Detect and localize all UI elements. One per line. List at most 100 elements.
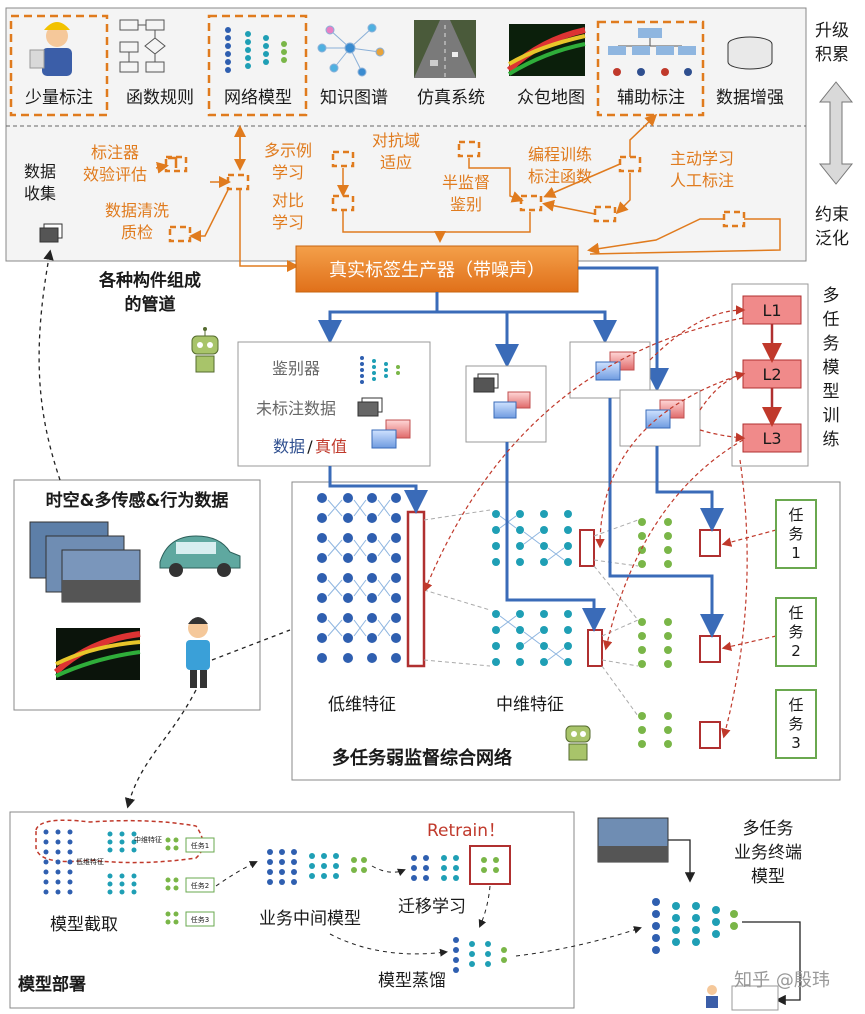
- crowdsource-map-image: [506, 24, 586, 76]
- task-output-box-3: [699, 721, 721, 749]
- network-model-icon: [225, 27, 287, 73]
- component-labels: 少量标注 函数规则 网络模型 知识图谱 仿真系统 众包地图 辅助标注 数据增强: [25, 88, 784, 108]
- task-label: 1: [791, 544, 801, 562]
- multitask-title-char: 模: [823, 358, 840, 378]
- task-output-box-1: [699, 529, 721, 557]
- data-label: 数据: [273, 437, 305, 456]
- multitask-title-char: 务: [823, 334, 840, 354]
- street-images: [29, 521, 141, 603]
- task-label: 任: [788, 506, 803, 524]
- cut-label: 模型截取: [50, 915, 118, 935]
- mini-label: 任务1: [191, 841, 209, 850]
- method-active: 人工标注: [670, 171, 734, 190]
- retrain-label: Retrain！: [427, 821, 505, 841]
- component-label: 数据增强: [716, 88, 784, 108]
- terminal-street-image: [597, 817, 669, 863]
- distill-label: 模型蒸馏: [378, 971, 446, 991]
- data-collect-label: 数据: [24, 162, 56, 181]
- robot-icon-2: [565, 725, 591, 761]
- method-prog-train: 标注函数: [528, 167, 592, 186]
- method-data-clean: 质检: [121, 223, 153, 242]
- method-contrast: 对比: [272, 191, 304, 210]
- car-icon: [159, 535, 241, 577]
- hierarchy-icon: [608, 28, 696, 76]
- data-box-4-icons: [645, 399, 685, 429]
- highlight-box-small-annot: [9, 14, 109, 117]
- pointcloud-image: [53, 628, 141, 680]
- mini-label: 中维特征: [134, 835, 162, 844]
- knowledge-graph-icon: [317, 23, 385, 77]
- side-label-generalize: 泛化: [815, 229, 849, 249]
- pipeline-label: 各种构件组成: [98, 270, 201, 291]
- method-semi-sup: 鉴别: [450, 195, 482, 214]
- component-label: 函数规则: [126, 88, 194, 108]
- deploy-title: 模型部署: [18, 974, 86, 995]
- highlight-box-network: [207, 14, 308, 117]
- loss-label: L2: [762, 365, 781, 384]
- component-label: 仿真系统: [417, 88, 485, 108]
- unlabeled-data-icon: [357, 397, 383, 417]
- task-boxes: 任 务 1 任 务 2 任 务 3: [775, 499, 817, 759]
- task-label: 务: [788, 525, 803, 543]
- discriminator-label: 鉴别器: [272, 359, 320, 378]
- mini-network-icon: [360, 356, 400, 384]
- component-label: 网络模型: [224, 88, 292, 108]
- loss-label: L3: [762, 429, 781, 448]
- method-semi-sup: 半监督: [442, 173, 490, 192]
- loss-boxes: L1 L2 L3: [742, 295, 802, 453]
- mini-label: 任务2: [191, 881, 209, 890]
- mid-feature-box-1: [579, 529, 595, 567]
- deploy-panel: [9, 811, 575, 1009]
- data-truth-icon: [371, 419, 411, 449]
- method-data-clean: 数据清洗: [105, 201, 169, 220]
- worker-icon: [29, 22, 72, 76]
- cut-model-thumbnail: 中维特征 低维特征 任务1 任务2 任务3: [35, 819, 215, 927]
- loss-box-l3: [742, 423, 802, 453]
- middle-model: [267, 849, 367, 885]
- method-annot-eval: 标注器: [91, 143, 139, 162]
- distill-model: [453, 937, 507, 973]
- component-label: 众包地图: [517, 88, 585, 108]
- double-arrow-icon: [818, 81, 854, 185]
- method-annot-eval: 效验评估: [83, 165, 147, 184]
- data-collect-label: 收集: [24, 184, 56, 203]
- transfer-model: [411, 845, 511, 885]
- discriminator-box: [237, 341, 431, 467]
- mid-feature-label: 中维特征: [496, 695, 564, 715]
- method-active: 主动学习: [670, 149, 734, 168]
- low-feature-label: 低维特征: [328, 695, 396, 715]
- component-label: 辅助标注: [617, 88, 685, 108]
- sensor-title: 时空&多传感&行为数据: [46, 490, 229, 511]
- multitask-title-char: 训: [823, 406, 840, 426]
- component-label: 少量标注: [25, 88, 93, 108]
- task-heads: [638, 518, 721, 749]
- multitask-title-char: 型: [823, 382, 840, 402]
- method-prog-train: 编程训练: [528, 145, 592, 164]
- multitask-title-char: 任: [823, 310, 840, 330]
- worker-icon-small: [706, 985, 718, 1008]
- low-feature-box: [406, 510, 426, 668]
- low-level-network: [317, 493, 401, 663]
- terminal-output-box: [731, 985, 779, 1011]
- label-producer-text: 真实标签生产器（带噪声）: [329, 260, 545, 281]
- method-adversarial: 适应: [380, 153, 412, 172]
- mid-level-network-2: [492, 610, 572, 666]
- mini-label: 低维特征: [76, 857, 104, 866]
- task-label: 3: [791, 734, 801, 752]
- task-label: 任: [788, 696, 803, 714]
- side-label-accumulate: 积累: [815, 45, 849, 65]
- task-label: 务: [788, 715, 803, 733]
- middle-model-label: 业务中间模型: [259, 909, 361, 929]
- robot-icon: [191, 327, 219, 373]
- task-output-box-2: [699, 635, 721, 663]
- network-title: 多任务弱监督综合网络: [332, 747, 512, 769]
- terminal-label: 业务终端: [734, 843, 802, 863]
- method-multi-instance: 多示例: [264, 141, 312, 160]
- method-contrast: 学习: [272, 213, 304, 232]
- task-box-2: [775, 597, 817, 667]
- side-label-upgrade: 升级: [815, 21, 849, 41]
- multitask-title-char: 多: [823, 286, 840, 306]
- side-label-constrain: 约束: [815, 205, 849, 225]
- flowchart-icon: [119, 19, 166, 73]
